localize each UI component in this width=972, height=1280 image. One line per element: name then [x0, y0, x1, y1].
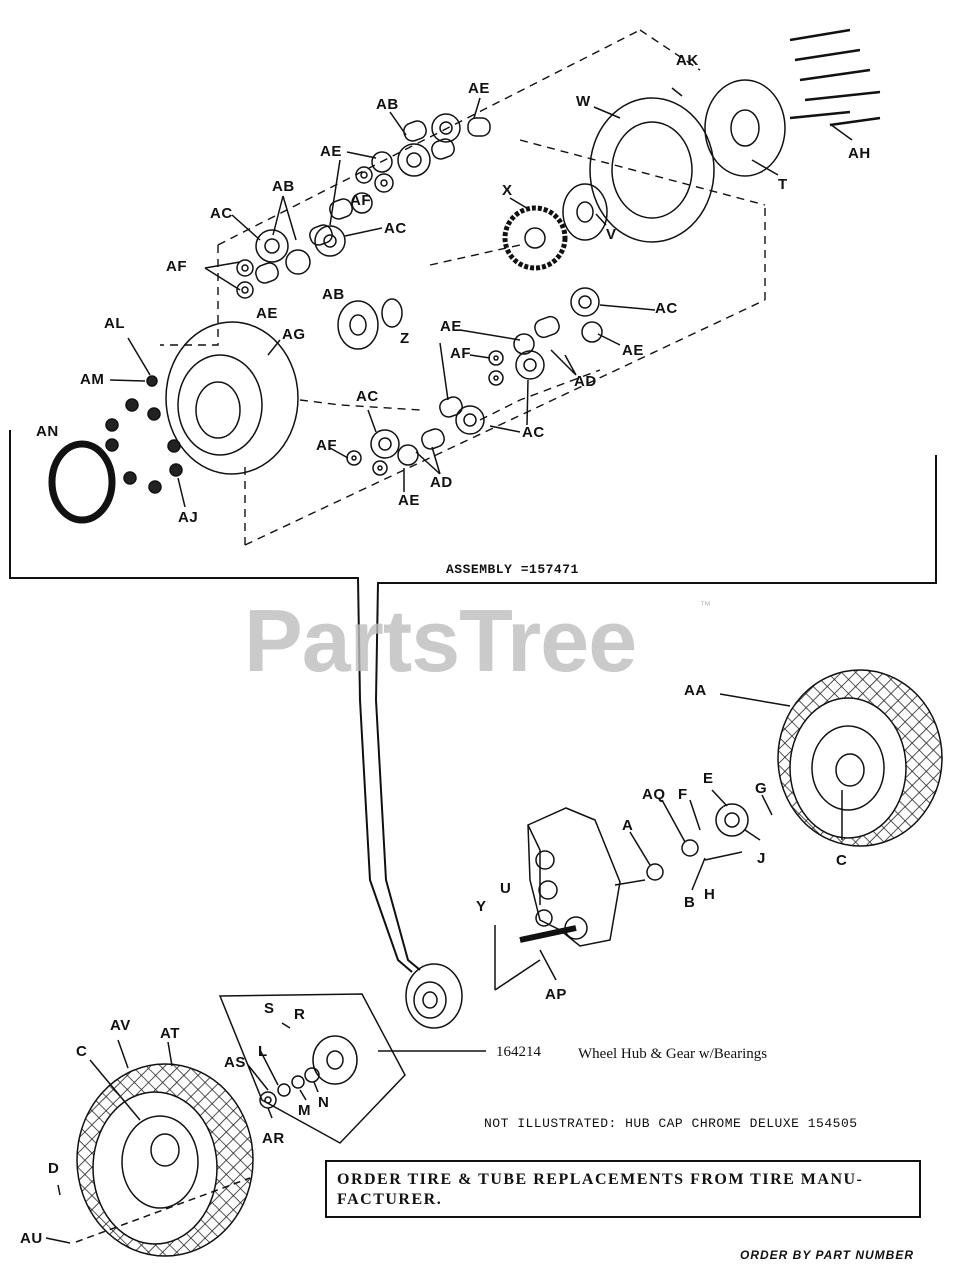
order-by-part-number: ORDER BY PART NUMBER	[740, 1248, 915, 1262]
callout-ag: AG	[282, 326, 306, 343]
watermark: PartsTree	[244, 591, 637, 690]
not-illustrated-note: NOT ILLUSTRATED: HUB CAP CHROME DELUXE 1…	[484, 1116, 858, 1131]
callout-at: AT	[160, 1025, 180, 1042]
callout-ae-right: AE	[440, 318, 462, 335]
callout-ab-left: AB	[272, 178, 295, 195]
callout-h: H	[704, 886, 716, 903]
assembly-number: ASSEMBLY =157471	[446, 562, 579, 577]
callout-ae-right2: AE	[622, 342, 644, 359]
callout-ac-mid: AC	[384, 220, 407, 237]
callout-av: AV	[110, 1017, 131, 1034]
callout-au: AU	[20, 1230, 43, 1247]
callout-ae-left: AE	[256, 305, 278, 322]
callout-b: B	[684, 894, 696, 911]
callout-ac-lower: AC	[356, 388, 379, 405]
callout-c-left: C	[76, 1043, 88, 1060]
callout-c-right: C	[836, 852, 848, 869]
callout-e: E	[703, 770, 714, 787]
callout-ae-mid: AE	[320, 143, 342, 160]
callout-ak: AK	[676, 52, 699, 69]
callout-ac-left: AC	[210, 205, 233, 222]
callout-a: A	[622, 817, 634, 834]
callout-l: L	[258, 1043, 268, 1060]
callout-as: AS	[224, 1054, 246, 1071]
callout-af-mid: AF	[350, 192, 371, 209]
callout-z: Z	[400, 330, 410, 347]
callout-j: J	[757, 850, 766, 867]
order-tire-note: ORDER TIRE & TUBE REPLACEMENTS FROM TIRE…	[325, 1160, 921, 1218]
callout-y: Y	[476, 898, 487, 915]
callout-f: F	[678, 786, 688, 803]
callout-aa: AA	[684, 682, 707, 699]
callout-ae-top: AE	[468, 80, 490, 97]
callout-ac-lower2: AC	[522, 424, 545, 441]
hub-part-description: Wheel Hub & Gear w/Bearings	[578, 1046, 768, 1062]
callout-an: AN	[36, 423, 59, 440]
callout-ah: AH	[848, 145, 871, 162]
callout-s: S	[264, 1000, 275, 1017]
callout-w: W	[576, 93, 591, 110]
callout-ab-top: AB	[376, 96, 399, 113]
callout-g: G	[755, 780, 768, 797]
callout-ae-lower: AE	[398, 492, 420, 509]
callout-m: M	[298, 1102, 311, 1119]
callout-t: T	[778, 176, 788, 193]
callout-ap: AP	[545, 986, 567, 1003]
callout-d: D	[48, 1160, 60, 1177]
callout-x: X	[502, 182, 513, 199]
callout-r: R	[294, 1006, 306, 1023]
callout-v: V	[606, 226, 617, 243]
trademark-symbol: ™	[700, 600, 711, 612]
callout-am: AM	[80, 371, 105, 388]
callout-ac-right: AC	[655, 300, 678, 317]
callout-u: U	[500, 880, 512, 897]
callout-af-left: AF	[166, 258, 187, 275]
callout-ar: AR	[262, 1130, 285, 1147]
hub-part-number: 164214	[496, 1044, 541, 1060]
callout-aq: AQ	[642, 786, 666, 803]
callout-ad-lower: AD	[430, 474, 453, 491]
callout-aj: AJ	[178, 509, 199, 526]
callout-ab-washer: AB	[322, 286, 345, 303]
callout-af-lower: AF	[316, 437, 337, 454]
callout-af-right: AF	[450, 345, 471, 362]
callout-al: AL	[104, 315, 125, 332]
callout-n: N	[318, 1094, 330, 1111]
callout-ad-right: AD	[574, 373, 597, 390]
